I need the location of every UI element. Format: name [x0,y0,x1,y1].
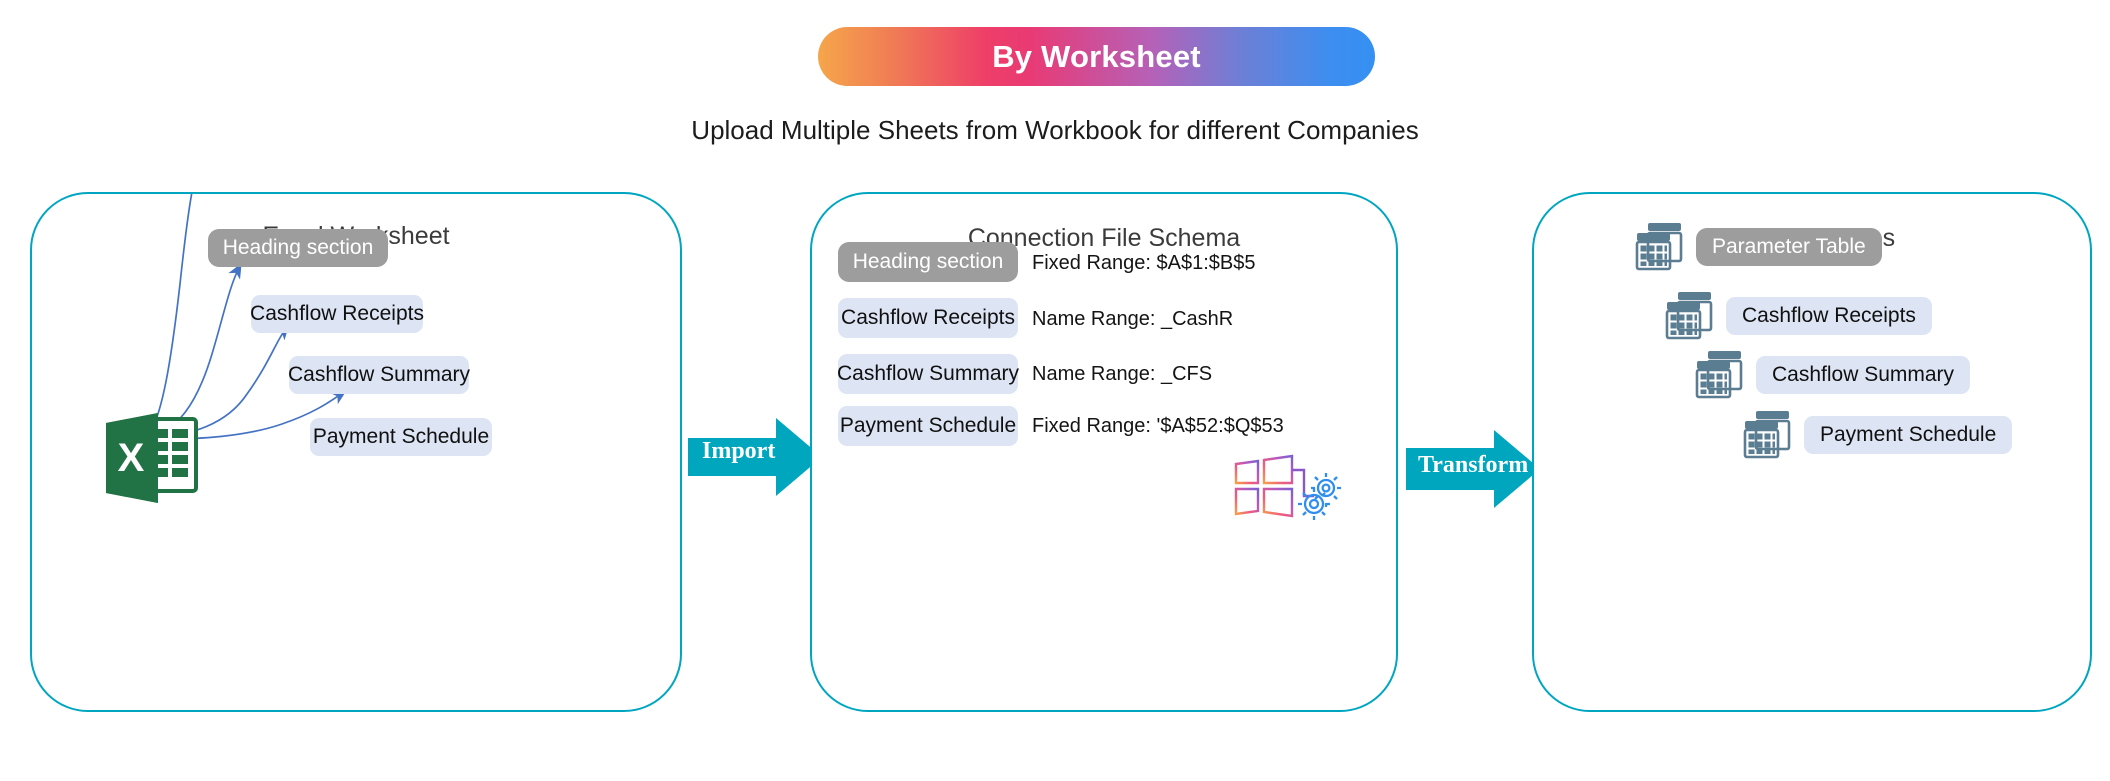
remote-row-payment-schedule[interactable]: Payment Schedule [1742,409,2013,461]
excel-item-cashflow-receipts[interactable]: Cashflow Receipts [250,295,424,333]
excel-item-heading-section[interactable]: Heading section [208,229,388,267]
excel-item-label: Heading section [222,236,374,259]
schema-item-payment-schedule[interactable]: Payment Schedule [838,406,1018,446]
schema-item-heading-section[interactable]: Heading section [838,242,1018,282]
page-title-banner: By Worksheet [818,27,1375,86]
import-arrow: Import [688,418,822,496]
transform-arrow: Transform [1406,430,1540,508]
panel-excel-worksheet: Excel Worksheet X [30,192,682,712]
schema-item-cashflow-summary[interactable]: Cashflow Summary [836,354,1020,394]
schema-item-cashflow-receipts[interactable]: Cashflow Receipts [838,298,1018,338]
svg-text:X: X [118,436,145,480]
schema-item-label: Heading section [852,250,1004,273]
table-stack-icon [1743,411,1791,459]
remote-item-label: Cashflow Receipts [1742,304,1916,327]
schema-range-heading-section: Fixed Range: $A$1:$B$5 [1032,252,1256,274]
schema-range-cashflow-summary: Name Range: _CFS [1032,363,1213,385]
table-stack-icon [1695,351,1743,399]
remote-item-cashflow-summary[interactable]: Cashflow Summary [1756,356,1971,394]
transform-arrow-shape [1406,430,1540,508]
excel-item-payment-schedule[interactable]: Payment Schedule [310,418,492,456]
schema-item-label: Cashflow Receipts [841,306,1015,329]
remote-item-label: Cashflow Summary [1772,363,1955,386]
table-stack-icon [1635,223,1683,271]
excel-file-icon: X [106,413,198,503]
table-stack-icon [1665,292,1713,340]
excel-item-label: Cashflow Receipts [250,302,424,325]
remote-item-cashflow-receipts[interactable]: Cashflow Receipts [1726,297,1932,335]
remote-row-cashflow-summary[interactable]: Cashflow Summary [1694,349,1971,401]
remote-row-cashflow-receipts[interactable]: Cashflow Receipts [1664,290,1932,342]
schema-item-label: Payment Schedule [839,414,1017,437]
remote-item-parameter-table[interactable]: Parameter Table [1696,228,1882,266]
excel-item-label: Payment Schedule [312,425,490,448]
remote-row-parameter-table[interactable]: Parameter Table [1634,221,1882,273]
panel-remote-tables: Remote Tables Parameter Table [1532,192,2092,712]
schema-range-cashflow-receipts: Name Range: _CashR [1032,308,1234,330]
schema-item-label: Cashflow Summary [836,362,1020,385]
schema-range-payment-schedule: Fixed Range: '$A$52:$Q$53 [1032,415,1284,437]
excel-item-cashflow-summary[interactable]: Cashflow Summary [287,356,471,394]
excel-item-label: Cashflow Summary [287,363,471,386]
page-title: By Worksheet [992,38,1201,74]
panel-connection-file-schema: Connection File Schema Heading section F… [810,192,1398,712]
windows-gear-icon [1234,454,1341,520]
remote-item-payment-schedule[interactable]: Payment Schedule [1804,416,2013,454]
remote-item-label: Parameter Table [1712,235,1866,258]
import-arrow-shape [688,418,822,496]
remote-item-label: Payment Schedule [1820,423,1997,446]
page-subtitle: Upload Multiple Sheets from Workbook for… [691,115,1419,145]
